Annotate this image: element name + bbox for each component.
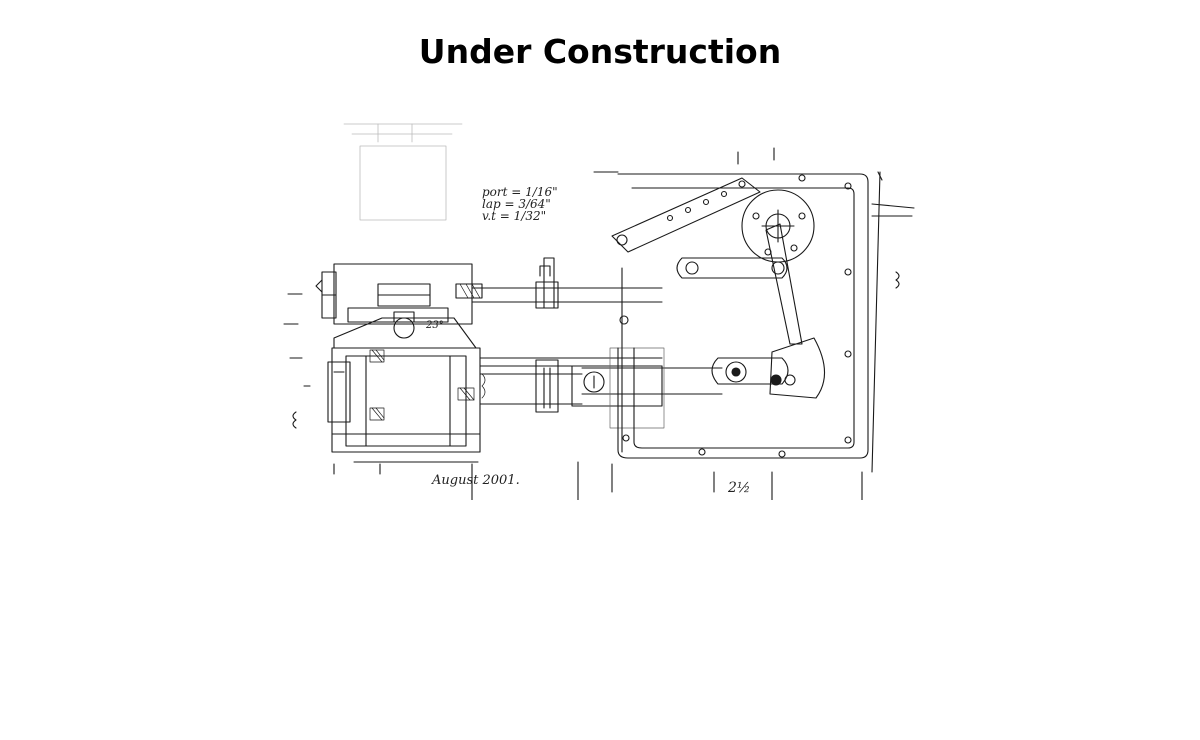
note-vt: v.t = 1/32" [482, 209, 546, 223]
angle-label: 23° [425, 320, 444, 331]
dimension-label: 2½ [727, 480, 750, 496]
note-port: port = 1/16" [482, 185, 558, 199]
page-title: Under Construction [418, 32, 782, 71]
engine-sketch-image: port = 1/16" lap = 3/64" v.t = 1/32" 23°… [282, 112, 922, 500]
date-signature: August 2001. [431, 473, 520, 488]
note-lap: lap = 3/64" [482, 197, 551, 211]
engine-sketch-svg: port = 1/16" lap = 3/64" v.t = 1/32" 23°… [283, 123, 915, 500]
